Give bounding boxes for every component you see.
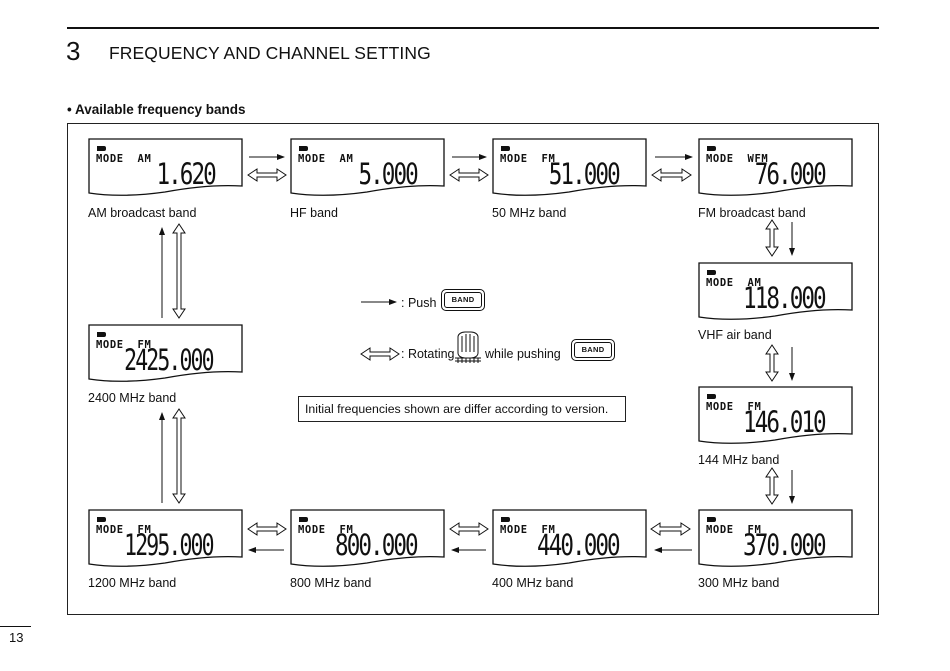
mode-readout: MODE FM (96, 339, 152, 351)
lcd-300mhz: MODE FM 370.000 (698, 509, 853, 568)
frequency-readout: 800.000 (335, 528, 419, 562)
frequency-readout: 146.010 (743, 405, 827, 439)
frequency-readout: 51.000 (548, 157, 621, 191)
battery-indicator-icon (707, 270, 716, 275)
top-rule (67, 27, 879, 29)
band-button-icon: BAND (571, 339, 615, 361)
mode-readout: MODE FM (500, 524, 556, 536)
page-number-rule (0, 626, 31, 627)
frequency-readout: 440.000 (537, 528, 621, 562)
rotate-double-arrow (765, 219, 779, 257)
mode-readout: MODE FM (706, 524, 762, 536)
page-number: 13 (9, 630, 24, 645)
band-button-text: BAND (451, 295, 475, 304)
rotate-double-arrow (650, 522, 691, 536)
band-label: AM broadcast band (88, 206, 197, 220)
frequency-readout: 1.620 (156, 157, 217, 191)
frequency-readout: 76.000 (754, 157, 827, 191)
band-label: 2400 MHz band (88, 391, 177, 405)
battery-indicator-icon (707, 146, 716, 151)
chapter-number: 3 (66, 36, 81, 66)
frequency-readout: 118.000 (743, 281, 827, 315)
band-label: VHF air band (698, 328, 772, 342)
mode-readout: MODE AM (96, 153, 152, 165)
band-label: HF band (290, 206, 338, 220)
rotate-double-arrow (247, 168, 287, 182)
band-label: FM broadcast band (698, 206, 806, 220)
frequency-readout: 370.000 (743, 528, 827, 562)
lcd-hf: MODE AM 5.000 (290, 138, 445, 197)
mode-readout: MODE AM (298, 153, 354, 165)
battery-indicator-icon (501, 146, 510, 151)
band-label: 144 MHz band (698, 453, 780, 467)
lcd-144mhz: MODE FM 146.010 (698, 386, 853, 445)
battery-indicator-icon (299, 517, 308, 522)
lcd-2400mhz: MODE FM 2425.000 (88, 324, 243, 383)
legend-push-label: : Push (401, 296, 437, 310)
band-label: 50 MHz band (492, 206, 567, 220)
mode-readout: MODE FM (706, 401, 762, 413)
frequency-readout: 1295.000 (124, 528, 214, 562)
band-label: 1200 MHz band (88, 576, 177, 590)
battery-indicator-icon (501, 517, 510, 522)
legend-while-pushing-label: while pushing (485, 347, 561, 361)
dial-knob-icon (455, 331, 481, 363)
lcd-vhf-air: MODE AM 118.000 (698, 262, 853, 321)
lcd-1200mhz: MODE FM 1295.000 (88, 509, 243, 568)
chapter-title: FREQUENCY AND CHANNEL SETTING (109, 43, 431, 63)
mode-readout: MODE FM (298, 524, 354, 536)
lcd-400mhz: MODE FM 440.000 (492, 509, 647, 568)
rotate-double-arrow (449, 522, 489, 536)
note-box: Initial frequencies shown are differ acc… (298, 396, 626, 422)
section-title: • Available frequency bands (67, 102, 246, 117)
rotate-double-arrow (172, 223, 186, 319)
rotate-double-arrow (172, 408, 186, 504)
battery-indicator-icon (707, 517, 716, 522)
lcd-800mhz: MODE FM 800.000 (290, 509, 445, 568)
rotate-double-arrow (247, 522, 287, 536)
band-button-icon: BAND (441, 289, 485, 311)
mode-readout: MODE FM (96, 524, 152, 536)
legend-rotate-arrow (360, 347, 400, 361)
lcd-am-broadcast: MODE AM 1.620 (88, 138, 243, 197)
band-label: 300 MHz band (698, 576, 780, 590)
battery-indicator-icon (97, 517, 106, 522)
frequency-readout: 5.000 (358, 157, 419, 191)
band-label: 400 MHz band (492, 576, 574, 590)
battery-indicator-icon (97, 146, 106, 151)
mode-readout: MODE FM (500, 153, 556, 165)
battery-indicator-icon (299, 146, 308, 151)
rotate-double-arrow (765, 344, 779, 382)
diagram-frame (67, 123, 879, 615)
rotate-double-arrow (449, 168, 489, 182)
note-text: Initial frequencies shown are differ acc… (305, 402, 609, 416)
battery-indicator-icon (97, 332, 106, 337)
lcd-50mhz: MODE FM 51.000 (492, 138, 647, 197)
legend-rotating-label: : Rotating (401, 347, 455, 361)
mode-readout: MODE WFM (706, 153, 769, 165)
rotate-double-arrow (765, 467, 779, 505)
battery-indicator-icon (707, 394, 716, 399)
frequency-readout: 2425.000 (124, 343, 214, 377)
rotate-double-arrow (651, 168, 692, 182)
lcd-fm-broadcast: MODE WFM 76.000 (698, 138, 853, 197)
band-button-text: BAND (581, 345, 605, 354)
band-label: 800 MHz band (290, 576, 372, 590)
mode-readout: MODE AM (706, 277, 762, 289)
